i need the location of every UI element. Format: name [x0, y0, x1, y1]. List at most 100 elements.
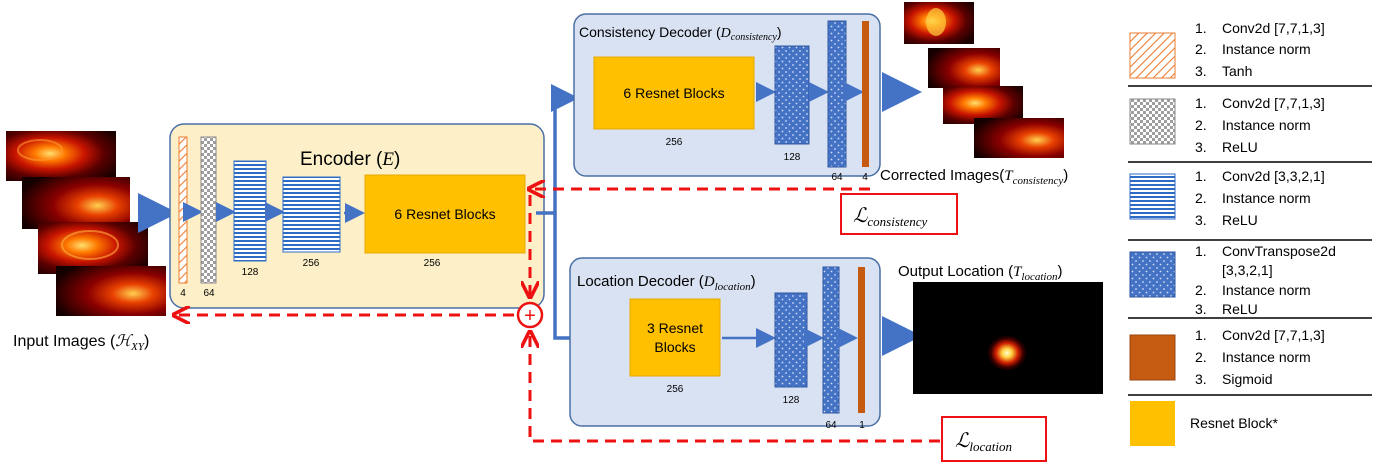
- location-loss-path: [530, 333, 940, 443]
- legend-entry-down: 1. Conv2d [3,3,2,1] 2. Instance norm 3. ReL…: [1195, 168, 1325, 228]
- location-decoder-panel: Location Decoder (Dlocation) 3 Resnet Bl…: [569, 257, 881, 431]
- svg-text:2.: 2.: [1195, 282, 1207, 298]
- flow-arrow: [536, 84, 579, 215]
- svg-text:1.: 1.: [1195, 243, 1207, 259]
- layer-dim: 128: [784, 152, 801, 163]
- svg-text:2.: 2.: [1195, 349, 1207, 365]
- svg-text:ReLU: ReLU: [1222, 139, 1258, 155]
- conv-transpose-layer: [822, 266, 840, 414]
- svg-text:3.: 3.: [1195, 63, 1207, 79]
- conv-tanh-layer: [178, 136, 188, 284]
- encoder-resnet-label: 6 Resnet Blocks: [394, 206, 495, 222]
- layer-dim: 128: [242, 267, 259, 278]
- legend-entry-transpose: 1. ConvTranspose2d [3,3,2,1] 2. Instance n…: [1195, 243, 1336, 317]
- svg-text:ReLU: ReLU: [1222, 212, 1258, 228]
- legend: 1. Conv2d [7,7,1,3] 2. Instance norm 3. Tan…: [1190, 20, 1336, 431]
- output-location-label: Output Location (Tlocation): [898, 263, 1062, 283]
- consistency-decoder-panel: Consistency Decoder (Dconsistency) 6 Res…: [573, 13, 881, 183]
- svg-text:3.: 3.: [1195, 371, 1207, 387]
- consistency-loss-label: ℒconsistency: [853, 205, 928, 229]
- svg-text:ReLU: ReLU: [1222, 301, 1258, 317]
- conv-transpose-layer: [827, 20, 847, 168]
- svg-text:1.: 1.: [1195, 168, 1207, 184]
- legend-entry-tanh: 1. Conv2d [7,7,1,3] 2. Instance norm 3. Tan…: [1195, 20, 1325, 79]
- layer-dim: 256: [303, 258, 320, 269]
- resnet-blocks: [364, 174, 526, 254]
- input-images-label: Input Images (ℋXY): [13, 333, 149, 353]
- legend-swatch-relu-check: [1129, 98, 1176, 145]
- layer-dim: 64: [831, 172, 843, 183]
- svg-text:Conv2d [7,7,1,3]: Conv2d [7,7,1,3]: [1222, 95, 1325, 111]
- svg-text:Instance norm: Instance norm: [1222, 190, 1311, 206]
- location-loss-box: ℒlocation: [941, 416, 1047, 462]
- svg-text:Instance norm: Instance norm: [1222, 117, 1311, 133]
- conv-down-layer: [282, 176, 341, 253]
- svg-text:Conv2d [7,7,1,3]: Conv2d [7,7,1,3]: [1222, 20, 1325, 36]
- location-loss-label: ℒlocation: [955, 430, 1012, 454]
- layer-dim: 256: [424, 258, 441, 269]
- svg-text:Instance norm: Instance norm: [1222, 349, 1311, 365]
- resnet-blocks: [629, 298, 721, 377]
- svg-text:2.: 2.: [1195, 190, 1207, 206]
- conv-sigmoid-layer: [858, 267, 865, 413]
- layer-dim: 128: [783, 395, 800, 406]
- svg-text:3.: 3.: [1195, 212, 1207, 228]
- location-decoder-title: Location Decoder (Dlocation): [577, 273, 756, 293]
- layer-dim: 64: [825, 420, 837, 431]
- conv-sigmoid-layer: [862, 21, 869, 167]
- legend-entry-resnet: Resnet Block*: [1190, 415, 1278, 431]
- encoder-panel: Encoder (E) 6 Resnet Blocks 4 64 128 256…: [169, 123, 545, 309]
- location-resnet-label-line2: Blocks: [654, 339, 695, 355]
- legend-entry-relu-check: 1. Conv2d [7,7,1,3] 2. Instance norm 3. ReL…: [1195, 95, 1325, 155]
- corrected-image-stack: [904, 2, 1064, 158]
- svg-text:1.: 1.: [1195, 327, 1207, 343]
- svg-text:Conv2d [3,3,2,1]: Conv2d [3,3,2,1]: [1222, 168, 1325, 184]
- conv-down-layer: [233, 160, 267, 262]
- conv-transpose-layer: [774, 292, 808, 388]
- svg-text:1.: 1.: [1195, 20, 1207, 36]
- legend-swatches: [1128, 32, 1372, 446]
- svg-text:Instance norm: Instance norm: [1222, 41, 1311, 57]
- input-image: [56, 266, 166, 316]
- svg-text:Instance norm: Instance norm: [1222, 282, 1311, 298]
- input-image: [22, 177, 130, 229]
- svg-text:1.: 1.: [1195, 95, 1207, 111]
- sum-symbol: +: [524, 305, 536, 327]
- corrected-image: [943, 86, 1023, 124]
- loss-paths: [175, 189, 940, 443]
- resnet-blocks: [593, 56, 755, 130]
- layer-dim: 64: [203, 288, 215, 299]
- svg-text:2.: 2.: [1195, 41, 1207, 57]
- consistency-decoder-title: Consistency Decoder (Dconsistency): [579, 24, 782, 43]
- corrected-images-label: Corrected Images(Tconsistency): [880, 167, 1068, 187]
- location-resnet-label-line1: 3 Resnet: [647, 320, 703, 336]
- legend-swatch-transpose: [1129, 251, 1176, 298]
- svg-text:3.: 3.: [1195, 301, 1207, 317]
- conv-relu-layer: [200, 136, 217, 284]
- svg-text:Resnet Block*: Resnet Block*: [1190, 415, 1278, 431]
- svg-text:Conv2d [7,7,1,3]: Conv2d [7,7,1,3]: [1222, 327, 1325, 343]
- corrected-image: [974, 118, 1064, 158]
- input-image-stack: [6, 131, 166, 316]
- layer-dim: 1: [859, 420, 865, 431]
- encoder-title: Encoder (E): [300, 149, 400, 170]
- svg-text:[3,3,2,1]: [3,3,2,1]: [1222, 262, 1273, 278]
- svg-text:Tanh: Tanh: [1222, 63, 1252, 79]
- legend-swatch-tanh: [1129, 32, 1176, 79]
- corrected-image: [928, 48, 1000, 88]
- location-spot: [987, 335, 1027, 371]
- layer-dim: 4: [862, 172, 868, 183]
- layer-dim: 256: [667, 384, 684, 395]
- svg-text:3.: 3.: [1195, 139, 1207, 155]
- svg-text:ConvTranspose2d: ConvTranspose2d: [1222, 243, 1336, 259]
- svg-text:Sigmoid: Sigmoid: [1222, 371, 1273, 387]
- conv-transpose-layer: [774, 45, 810, 145]
- legend-swatch-down: [1129, 173, 1176, 220]
- consistency-resnet-label: 6 Resnet Blocks: [623, 85, 724, 101]
- svg-text:2.: 2.: [1195, 117, 1207, 133]
- layer-dim: 256: [666, 137, 683, 148]
- sum-node: +: [516, 301, 544, 329]
- legend-entry-sigmoid: 1. Conv2d [7,7,1,3] 2. Instance norm 3. Sig…: [1195, 327, 1325, 387]
- legend-swatch-resnet: [1130, 401, 1175, 446]
